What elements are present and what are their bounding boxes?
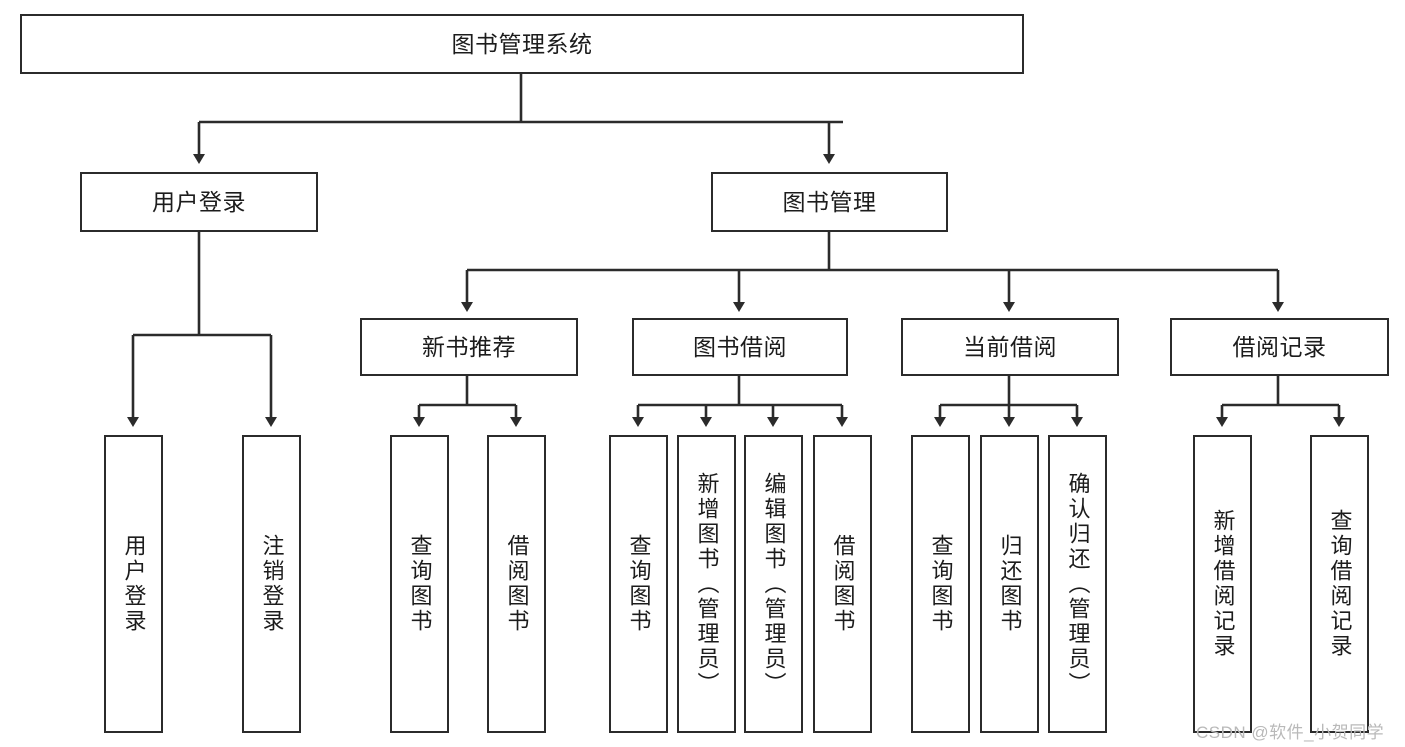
node-label: 新增借阅记录: [1210, 509, 1236, 659]
node-label: 注销登录: [259, 534, 285, 634]
node-label: 新增图书（管理员）: [694, 471, 720, 697]
node-leaf-query-book-borrow[interactable]: 查询图书: [609, 435, 668, 733]
node-label: 新书推荐: [422, 333, 516, 360]
node-book-management[interactable]: 图书管理: [711, 172, 948, 232]
node-leaf-borrow-book-recommend[interactable]: 借阅图书: [487, 435, 546, 733]
node-label: 借阅图书: [504, 534, 530, 634]
node-user-login[interactable]: 用户登录: [80, 172, 318, 232]
node-label: 图书借阅: [693, 333, 787, 360]
node-label: 图书管理系统: [451, 30, 593, 57]
node-label: 编辑图书（管理员）: [761, 471, 787, 697]
node-new-book-recommend[interactable]: 新书推荐: [360, 318, 578, 376]
node-leaf-query-borrow-record[interactable]: 查询借阅记录: [1310, 435, 1369, 733]
node-current-borrow[interactable]: 当前借阅: [901, 318, 1119, 376]
node-label: 用户登录: [152, 188, 246, 215]
node-leaf-add-book-admin[interactable]: 新增图书（管理员）: [677, 435, 736, 733]
node-label: 查询借阅记录: [1327, 509, 1353, 659]
csdn-watermark: CSDN @软件_小贺同学: [1196, 723, 1385, 742]
node-label: 查询图书: [407, 534, 433, 634]
node-leaf-query-book-current[interactable]: 查询图书: [911, 435, 970, 733]
node-borrow-record[interactable]: 借阅记录: [1170, 318, 1389, 376]
node-leaf-logout[interactable]: 注销登录: [242, 435, 301, 733]
node-label: 用户登录: [121, 534, 147, 634]
node-book-borrow[interactable]: 图书借阅: [632, 318, 848, 376]
node-leaf-edit-book-admin[interactable]: 编辑图书（管理员）: [744, 435, 803, 733]
node-leaf-query-book-recommend[interactable]: 查询图书: [390, 435, 449, 733]
node-leaf-return-book[interactable]: 归还图书: [980, 435, 1039, 733]
node-label: 借阅图书: [830, 534, 856, 634]
node-leaf-add-borrow-record[interactable]: 新增借阅记录: [1193, 435, 1252, 733]
node-label: 确认归还（管理员）: [1065, 471, 1091, 697]
node-label: 查询图书: [626, 534, 652, 634]
node-label: 当前借阅: [963, 333, 1057, 360]
node-leaf-user-login[interactable]: 用户登录: [104, 435, 163, 733]
node-root-book-management-system[interactable]: 图书管理系统: [20, 14, 1024, 74]
node-leaf-borrow-book[interactable]: 借阅图书: [813, 435, 872, 733]
node-label: 图书管理: [782, 188, 877, 215]
node-label: 归还图书: [997, 534, 1023, 634]
node-label: 借阅记录: [1232, 333, 1327, 360]
node-label: 查询图书: [928, 534, 954, 634]
node-leaf-confirm-return-admin[interactable]: 确认归还（管理员）: [1048, 435, 1107, 733]
